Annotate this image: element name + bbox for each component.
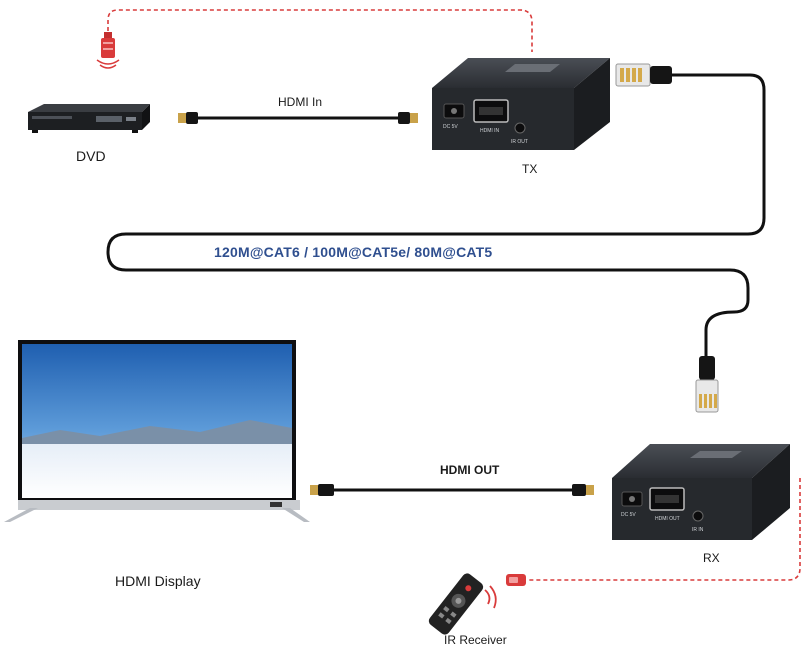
ir-signal-icon [484,585,497,609]
rj45-plug-icon [695,356,719,413]
ir-emitter-icon [96,32,120,69]
ir-cable-rx [528,478,801,581]
ir-cable-tx [107,9,533,52]
tx-transmitter-box [432,58,610,150]
hdmi-in-label: HDMI In [278,95,323,109]
dvd-label: DVD [76,148,106,164]
rj45-plug-icon [615,63,672,87]
hdmi-display-label: HDMI Display [115,573,201,589]
hdmi-out-label: HDMI OUT [440,463,500,477]
hdmi-out-cable [310,484,594,496]
tx-label: TX [522,162,538,176]
remote-control-icon [428,573,484,635]
ir-receiver-label: IR Receiver [444,633,507,647]
rx-ir-port-label: IR IN [692,527,704,533]
rx-dc-port-label: DC 5V [621,512,636,518]
ir-receiver-eye-icon [506,574,526,586]
rx-hdmi-port-label: HDMI OUT [655,516,680,522]
rx-receiver-box [612,444,790,540]
hdmi-in-cable [178,112,418,124]
rx-label: RX [703,551,720,565]
tx-ir-port-label: IR OUT [511,139,528,145]
hdmi-display-tv [4,340,310,522]
tx-hdmi-port-label: HDMI IN [480,128,500,134]
cat-cable [106,73,766,358]
cable-spec-label: 120M@CAT6 / 100M@CAT5e/ 80M@CAT5 [214,244,493,260]
tx-dc-port-label: DC 5V [443,124,458,130]
dvd-player-icon [28,104,150,133]
